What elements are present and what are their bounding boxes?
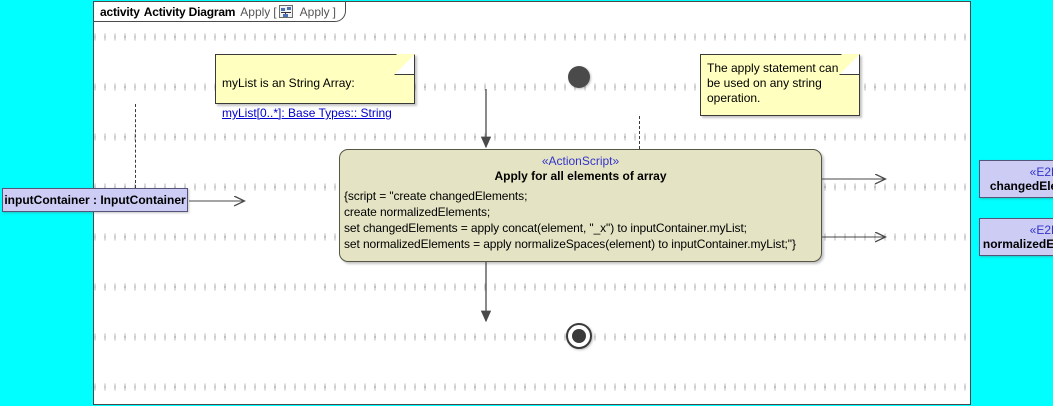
normalized-elements-stereotype: «E2EArray» (1029, 222, 1053, 237)
note-mylist[interactable]: myList is an String Array: myList[0..*]:… (215, 54, 415, 120)
note-mylist-line1: myList is an String Array: (222, 76, 355, 90)
note-shape (700, 54, 860, 116)
frame-bracket-close: ] (332, 4, 337, 19)
object-node-changed-elements[interactable]: «E2EArray» changedElements : Array (979, 160, 1053, 198)
changed-elements-stereotype: «E2EArray» (1029, 164, 1053, 179)
note-mylist-link[interactable]: myList[0..*]: Base Types:: String (222, 106, 392, 120)
note-apply[interactable]: The apply statement can be used on any s… (700, 54, 860, 116)
input-container-name: inputContainer : InputContainer (4, 192, 186, 207)
object-node-input-container[interactable]: inputContainer : InputContainer (2, 188, 188, 212)
note-shape (215, 54, 415, 104)
object-node-normalized-elements[interactable]: «E2EArray» normalizedElements : Array (979, 218, 1053, 256)
frame-diagram-type: Activity Diagram (143, 4, 236, 19)
frame-bracket-open: [ (273, 4, 277, 19)
action-name: Apply for all elements of array (494, 169, 667, 183)
initial-node[interactable] (568, 66, 590, 88)
action-node-apply[interactable]: «ActionScript» Apply for all elements of… (339, 149, 822, 262)
note-anchor-mylist (135, 104, 136, 188)
action-script-body: {script = "create changedElements; creat… (344, 189, 796, 251)
activity-diagram-frame: activity Activity Diagram Apply [ Apply … (93, 1, 1053, 405)
frame-context-name: Apply (299, 4, 330, 19)
note-mylist-body: myList is an String Array: myList[0..*]:… (215, 54, 415, 141)
diagram-frame-header[interactable]: activity Activity Diagram Apply [ Apply … (94, 2, 347, 22)
activity-final-node[interactable] (566, 323, 592, 349)
normalized-elements-name: normalizedElements : Array (982, 236, 1053, 251)
frame-diagram-name: Apply (240, 4, 271, 19)
activity-diagram-icon (278, 5, 293, 18)
changed-elements-name: changedElements : Array (989, 178, 1053, 193)
action-stereotype: «ActionScript» (541, 154, 620, 168)
frame-keyword: activity (100, 4, 140, 19)
note-anchor-apply (639, 116, 640, 149)
note-apply-text: The apply statement can be used on any s… (707, 61, 839, 105)
